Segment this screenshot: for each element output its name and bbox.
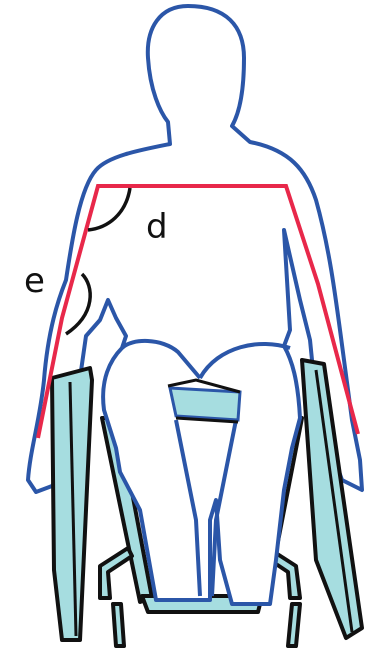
left-caster-wheel xyxy=(113,604,124,646)
seat-cushion xyxy=(170,388,240,420)
angle-e-label: e xyxy=(24,261,45,301)
left-caster-arm xyxy=(100,548,132,598)
right-caster-wheel xyxy=(288,604,300,646)
angle-d-label: d xyxy=(146,207,168,247)
